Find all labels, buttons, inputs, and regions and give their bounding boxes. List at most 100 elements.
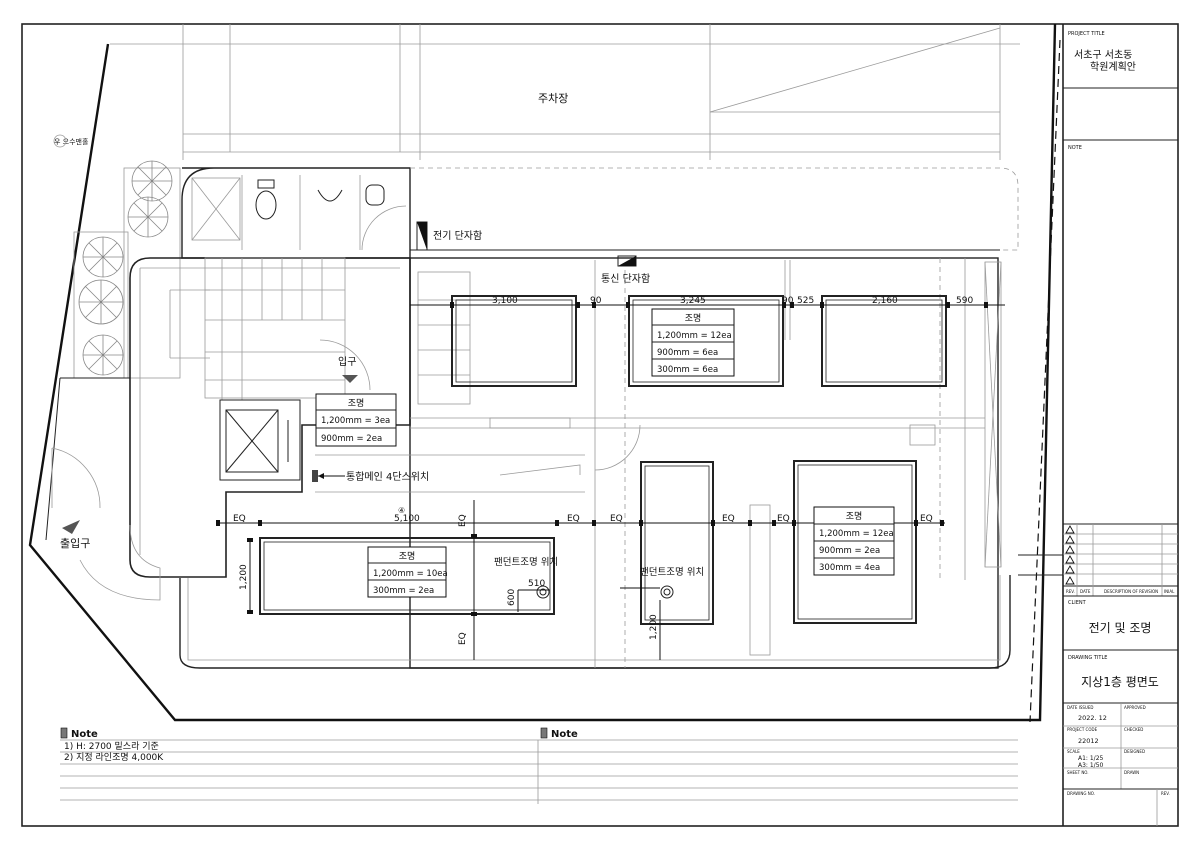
light-table-title: 조명 <box>846 511 863 522</box>
revision-table: REV. DATE DESCRIPTION OF REVISION INIAL <box>1063 523 1178 597</box>
dim-top-d: 90 <box>782 296 794 306</box>
light-table-row: 900mm = 2ea <box>819 546 880 556</box>
project-code-value: 22012 <box>1078 737 1099 745</box>
sheet-no-label: SHEET NO. <box>1067 770 1089 775</box>
dimension-lines: 3,100 90 3,245 90 525 2,160 590 ④ 5,100 … <box>216 296 1005 660</box>
dim-510: 510 <box>528 579 545 589</box>
project-title-line1: 서초구 서초동 <box>1074 49 1132 61</box>
axis-label: ④ <box>398 506 405 515</box>
site-lines <box>110 24 1020 160</box>
light-table-row: 1,200mm = 12ea <box>657 331 732 341</box>
pendant-light-icon <box>660 585 674 599</box>
light-table-row: 1,200mm = 3ea <box>321 416 390 426</box>
note-label: NOTE <box>1068 145 1082 151</box>
client-value: 전기 및 조명 <box>1089 621 1152 635</box>
parking-label: 주차장 <box>538 92 568 105</box>
note-left-line2: 2) 지정 라인조명 4,000K <box>64 752 164 763</box>
light-table-bottom-right: 조명 1,200mm = 12ea 900mm = 2ea 300mm = 4e… <box>813 506 895 576</box>
lighting-zone-2 <box>628 295 784 387</box>
title-block: PROJECT TITLE 서초구 서초동 학원계획안 NOTE <box>1063 31 1178 826</box>
light-table-left: 조명 1,200mm = 3ea 900mm = 2ea <box>315 393 397 447</box>
light-table-top: 조명 1,200mm = 12ea 900mm = 6ea 300mm = 6e… <box>651 308 735 377</box>
building-walls: 입구 출입구 <box>45 167 1063 669</box>
rev-header-date: DATE <box>1080 589 1091 594</box>
light-table-title: 조명 <box>348 398 365 409</box>
note-left-title: Note <box>71 729 98 740</box>
lighting-zone-6 <box>793 460 917 624</box>
dim-top-e: 525 <box>797 296 814 306</box>
dim-600: 600 <box>507 589 517 606</box>
dim-eq-v1: EQ <box>458 514 468 527</box>
switch-icon <box>312 470 318 482</box>
revision-triangle-icon <box>1065 525 1075 585</box>
scale-label: SCALE <box>1067 749 1080 754</box>
scale-a3: A3: 1/50 <box>1078 762 1104 769</box>
approved-label: APPROVED <box>1124 705 1146 710</box>
entrance-main-label: 출입구 <box>60 537 90 550</box>
entrance-small-label: 입구 <box>338 355 356 368</box>
elec-shaft-label: 전기 단자함 <box>433 230 482 242</box>
urinal-icon <box>365 184 385 206</box>
note-marker-icon <box>60 727 68 739</box>
light-table-row: 900mm = 6ea <box>657 348 718 358</box>
pendant-light-icon <box>536 585 550 599</box>
rev-header-description: DESCRIPTION OF REVISION <box>1104 589 1158 594</box>
light-table-row: 1,200mm = 12ea <box>819 529 894 539</box>
dim-eq-3: EQ <box>610 514 623 524</box>
toilet-tank-icon <box>257 179 275 189</box>
light-table-row: 300mm = 6ea <box>657 365 718 375</box>
drawing-title-label: DRAWING TITLE <box>1068 655 1107 661</box>
manhole-icon <box>53 134 67 148</box>
lighting-zone-4 <box>259 537 555 615</box>
dim-eq-6: EQ <box>920 514 933 524</box>
lighting-zone-1 <box>451 295 577 387</box>
designed-label: DESIGNED <box>1124 749 1145 754</box>
comm-shaft-label: 통신 단자함 <box>601 273 650 285</box>
dim-eq-4: EQ <box>722 514 735 524</box>
scale-a1: A1: 1/25 <box>1078 755 1104 762</box>
drawing-title-value: 지상1층 평면도 <box>1081 675 1159 689</box>
dim-top-b: 90 <box>590 296 602 306</box>
property-boundary <box>28 23 1057 722</box>
drawn-label: DRAWN <box>1124 770 1139 775</box>
notes-area: Note 1) H: 2700 밑스라 기준 2) 지정 라인조명 4,000K… <box>60 727 1018 804</box>
project-code-label: PROJECT CODE <box>1067 727 1098 732</box>
pendant-label-1: 팬던트조명 위치 <box>494 556 558 568</box>
rev-header-initial: INIAL <box>1164 589 1175 594</box>
lighting-zone-5 <box>640 461 714 625</box>
light-table-bottom-left: 조명 1,200mm = 10ea 300mm = 2ea <box>367 546 448 598</box>
telecom-main-label: 통합메인 4단스위치 <box>346 470 429 483</box>
dim-mid-total: 5,100 <box>394 514 420 524</box>
dim-top-a: 3,100 <box>492 296 518 306</box>
dim-eq-5: EQ <box>777 514 790 524</box>
dim-top-f: 2,160 <box>872 296 898 306</box>
sink-icon <box>317 189 343 202</box>
project-title-line2: 학원계획안 <box>1090 61 1136 73</box>
drawing-no-label: DRAWING NO. <box>1067 791 1095 796</box>
project-title-label: PROJECT TITLE <box>1068 31 1105 37</box>
note-left-line1: 1) H: 2700 밑스라 기준 <box>64 740 159 752</box>
rev-label: REV. <box>1161 791 1170 796</box>
dim-1200-a: 1,200 <box>239 564 249 590</box>
pendant-label-2: 팬던트조명 위치 <box>640 566 704 578</box>
light-table-title: 조명 <box>685 313 702 324</box>
dim-eq-1: EQ <box>233 514 246 524</box>
light-table-row: 900mm = 2ea <box>321 434 382 444</box>
light-table-title: 조명 <box>399 551 416 562</box>
light-table-row: 300mm = 4ea <box>819 563 880 573</box>
checked-label: CHECKED <box>1124 727 1143 732</box>
landscape-trees <box>73 160 181 379</box>
dim-top-g: 590 <box>956 296 973 306</box>
elevator <box>219 399 301 481</box>
toilet-icon <box>255 190 277 220</box>
note-marker-icon <box>540 727 548 739</box>
lighting-zone-3 <box>821 295 947 387</box>
light-table-row: 1,200mm = 10ea <box>373 569 448 579</box>
dim-eq-2: EQ <box>567 514 580 524</box>
client-label: CLIENT <box>1068 600 1087 606</box>
note-right-title: Note <box>551 729 578 740</box>
manhole-label: 우 오수맨홀 <box>54 137 89 146</box>
date-issued-value: 2022. 12 <box>1078 714 1107 722</box>
stairs <box>169 257 346 400</box>
